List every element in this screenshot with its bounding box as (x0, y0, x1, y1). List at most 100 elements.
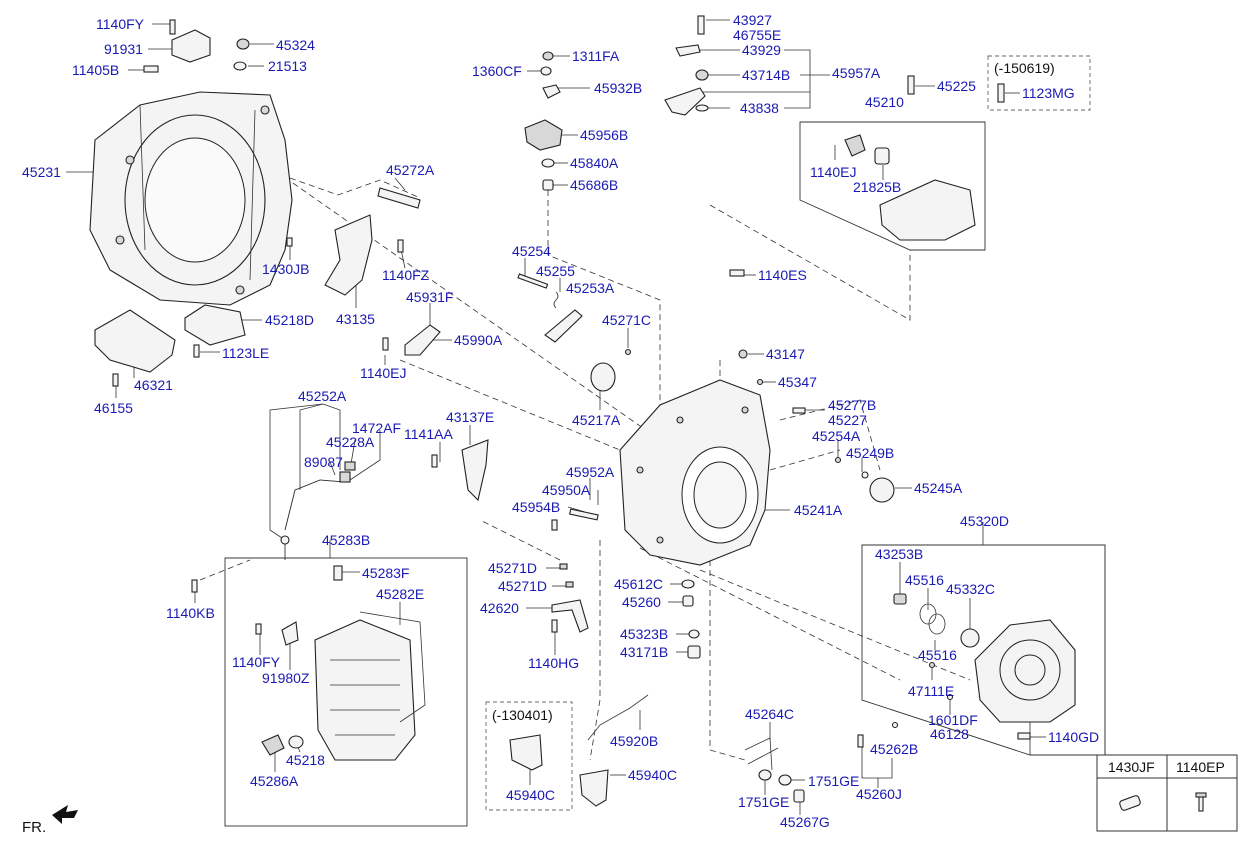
ring-45218 (288, 735, 304, 749)
label-45225: 45225 (937, 78, 976, 94)
label-45286A: 45286A (250, 773, 299, 789)
mount-bracket-45210 (879, 179, 976, 241)
leader-lines (66, 19, 1106, 815)
label-45931F: 45931F (406, 289, 453, 305)
bushing-45686B (542, 179, 554, 191)
plug-45254A (834, 456, 842, 464)
plug-43253B (893, 593, 907, 605)
label-43135: 43135 (336, 311, 375, 327)
sensor-45940C-b (579, 769, 609, 807)
label-1430JB: 1430JB (262, 261, 309, 277)
bolt-1140FZ (397, 239, 404, 253)
label-45686B: 45686B (570, 177, 618, 193)
label-130401: (-130401) (492, 707, 553, 723)
plug-45324 (236, 38, 250, 50)
label-43171B: 43171B (620, 644, 668, 660)
legend-header-1430JF: 1430JF (1108, 759, 1155, 775)
label-45255: 45255 (536, 263, 575, 279)
plug-45249B (861, 471, 869, 479)
label-1140GD: 1140GD (1048, 729, 1099, 745)
label-45262B: 45262B (870, 741, 918, 757)
bracket-91931 (171, 29, 211, 63)
seal-45332C (960, 628, 980, 648)
bolt-1140EJ-b (382, 337, 389, 351)
label-45954B: 45954B (512, 499, 560, 515)
lever-45932B (542, 84, 561, 99)
guide-43135 (324, 214, 373, 296)
clamp-1751GE-a (758, 769, 772, 781)
label-43253B: 43253B (875, 546, 923, 562)
label-1140ES: 1140ES (758, 267, 807, 283)
label-150619: (-150619) (994, 60, 1055, 76)
bracket-42620 (551, 599, 589, 633)
plug-45347 (756, 378, 764, 386)
label-46321: 46321 (134, 377, 173, 393)
bolt-1123MG (997, 83, 1005, 103)
label-45283F: 45283F (362, 565, 409, 581)
bolt-43927 (697, 15, 705, 35)
alignment-lines (199, 159, 971, 761)
label-45264C: 45264C (745, 706, 794, 722)
label-42620: 42620 (480, 600, 519, 616)
gasket-45282E (359, 611, 426, 723)
bolt-1140GD (1017, 732, 1031, 740)
label-1123MG: 1123MG (1022, 85, 1075, 101)
bell-housing-45231 (89, 91, 293, 306)
label-1360CF: 1360CF (472, 63, 522, 79)
label-43147: 43147 (766, 346, 805, 362)
label-45245A: 45245A (914, 480, 963, 496)
label-1140FY-b: 1140FY (232, 654, 281, 670)
bolt-46155 (112, 373, 119, 387)
rear-cover-45320D (974, 619, 1076, 723)
clip-43929 (675, 44, 701, 57)
bolt-head-1140EP-icon (1195, 792, 1207, 798)
bolt-45225 (907, 75, 915, 95)
label-45516: 45516 (905, 572, 944, 588)
label-45950A: 45950A (542, 482, 591, 498)
label-45940C: 45940C (506, 787, 555, 803)
bolt-1140HG (551, 619, 558, 633)
label-46155: 46155 (94, 400, 133, 416)
bolt-45277B (792, 407, 806, 414)
label-45252A: 45252A (298, 388, 347, 404)
bolt-1140KB (191, 579, 198, 593)
bolt-1140FY-b (255, 623, 262, 635)
seal-21513 (233, 61, 247, 71)
label-45253A: 45253A (566, 280, 615, 296)
label-45217A: 45217A (572, 412, 621, 428)
bolt-45954B (551, 519, 558, 531)
plug-45283F (333, 565, 343, 581)
bracket-91980Z (281, 621, 299, 646)
label-45271D-b: 45271D (498, 578, 547, 594)
oring-45516-b (928, 613, 946, 635)
label-46128: 46128 (930, 726, 969, 742)
plug-1601DF (891, 721, 899, 729)
label-21825B: 21825B (853, 179, 901, 195)
label-1140FZ: 1140FZ (382, 267, 430, 283)
oil-pipe-45252A (284, 479, 346, 531)
label-45227: 45227 (828, 412, 867, 428)
label-45990A: 45990A (454, 332, 503, 348)
magnet-45286A (261, 734, 285, 756)
label-45241A: 45241A (794, 502, 843, 518)
pin-1430JB (286, 237, 293, 247)
label-45957A: 45957A (832, 65, 881, 81)
label-45612C: 45612C (614, 576, 663, 592)
label-1140HG: 1140HG (528, 655, 579, 671)
label-45249B: 45249B (846, 445, 894, 461)
label-45210: 45210 (865, 94, 904, 110)
plug-43171B (687, 645, 701, 659)
arrow-icon (52, 805, 78, 824)
oil-filter-46321 (94, 309, 176, 373)
label-45956B: 45956B (580, 127, 628, 143)
label-43929: 43929 (742, 42, 781, 58)
label-1751GE-b: 1751GE (808, 773, 859, 789)
label-45228A: 45228A (326, 434, 375, 450)
plate-45272A (377, 187, 421, 209)
hose-45264C (744, 737, 779, 771)
sensor-89087 (339, 471, 351, 483)
bolt-11405B (143, 65, 159, 73)
bracket-1140EJ (844, 134, 866, 157)
label-1311FA: 1311FA (572, 48, 620, 64)
label-1141AA: 1141AA (404, 426, 453, 442)
